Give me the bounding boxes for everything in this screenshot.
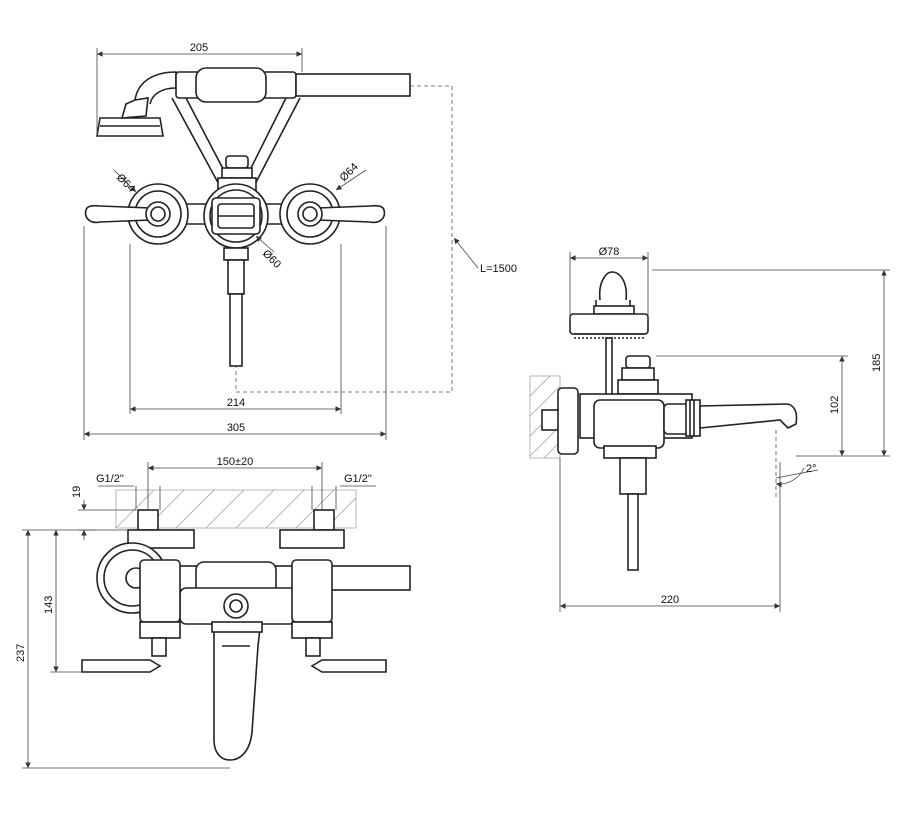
dim-thread-left: G1/2" [96, 473, 124, 485]
spout-side [699, 403, 798, 429]
hose-path-dashed [235, 85, 453, 393]
dim-220: 220 [661, 594, 679, 606]
inlet-left-top [137, 509, 159, 531]
dim-dia60: Ø60 [260, 248, 283, 271]
handset-front [171, 67, 411, 191]
dim-214: 214 [227, 397, 245, 409]
hose-side [619, 457, 647, 571]
dim-305: 305 [227, 422, 245, 434]
central-body-front [186, 183, 282, 249]
side-dimensions [559, 252, 890, 612]
valve-body-side [579, 393, 701, 459]
spout-top [213, 627, 261, 761]
valve-body-top [139, 559, 411, 639]
dim-dia64-left: Ø64 [114, 172, 137, 195]
escutcheon-right-top [279, 529, 345, 549]
dim-dia64-right: Ø64 [338, 161, 361, 184]
dim-hose-length: L=1500 [480, 263, 517, 275]
hose-outlet-front [223, 247, 249, 367]
inlet-right-top [313, 509, 335, 531]
left-handle-front [84, 183, 189, 245]
right-handle-front [279, 183, 386, 245]
front-dimensions [83, 48, 479, 440]
dim-143: 143 [43, 596, 55, 614]
knob-side [617, 355, 659, 395]
shower-head-side [569, 271, 649, 397]
top-dimensions [22, 462, 376, 769]
dim-185: 185 [871, 354, 883, 372]
dim-dia78: Ø78 [599, 246, 620, 258]
shower-head-front [96, 71, 177, 137]
escutcheon-side [557, 387, 579, 455]
dim-19: 19 [71, 486, 83, 498]
dim-205: 205 [190, 42, 208, 54]
dim-angle: 2° [806, 463, 817, 475]
top-view [22, 462, 411, 769]
side-view [529, 252, 890, 612]
front-view [83, 48, 479, 440]
levers-top [81, 637, 387, 673]
dim-102: 102 [829, 396, 841, 414]
dim-150: 150±20 [217, 456, 254, 468]
dim-237: 237 [15, 644, 27, 662]
escutcheon-left-top [127, 529, 195, 549]
dim-thread-right: G1/2" [344, 473, 372, 485]
